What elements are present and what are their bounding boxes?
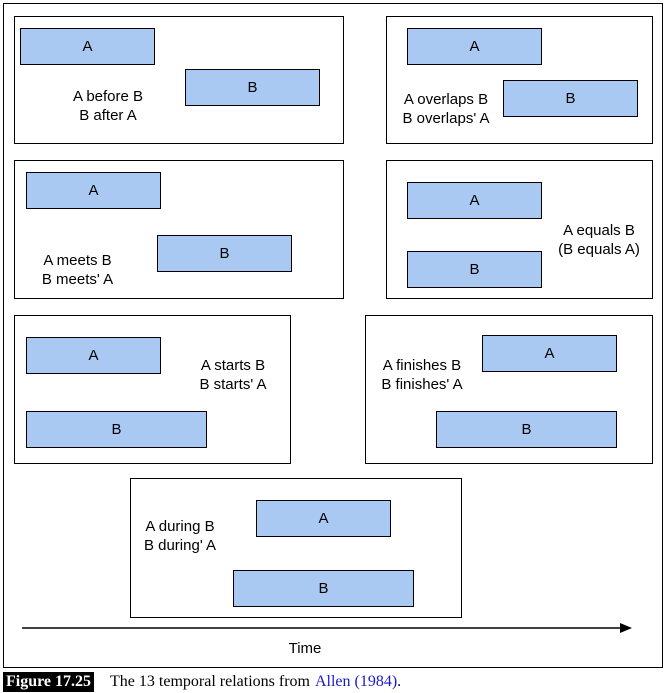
interval-b: B	[436, 411, 617, 448]
citation-link[interactable]: Allen (1984)	[314, 673, 398, 690]
interval-b: B	[26, 411, 207, 448]
relation-line-1: A before B	[72, 88, 144, 105]
relation-line-1: A starts B	[200, 357, 266, 374]
relation-line-2: B meets' A	[41, 271, 114, 288]
panel-finishes: A B A finishes B B finishes' A	[365, 315, 653, 464]
relation-line-2: B finishes' A	[381, 376, 463, 393]
interval-a: A	[407, 182, 542, 219]
interval-a: A	[256, 500, 391, 537]
panel-starts: A B A starts B B starts' A	[14, 315, 291, 464]
panel-equals: A B A equals B (B equals A)	[386, 160, 653, 299]
panel-meets: A B A meets B B meets' A	[14, 160, 344, 299]
relation-line-2: B overlaps' A	[402, 110, 490, 127]
interval-b: B	[503, 80, 638, 117]
relation-label: A meets B B meets' A	[25, 251, 130, 289]
arrow-right-icon	[22, 623, 632, 633]
relation-label: A before B B after A	[53, 87, 163, 125]
interval-a: A	[407, 28, 542, 65]
interval-a: A	[482, 335, 617, 372]
panel-before: A B A before B B after A	[14, 16, 344, 144]
relation-line-1: A equals B	[563, 222, 635, 239]
time-axis-label: Time	[288, 640, 322, 657]
interval-b: B	[157, 235, 292, 272]
relation-label: A equals B (B equals A)	[549, 221, 649, 259]
figure-number: Figure 17.25	[3, 672, 95, 692]
relation-line-1: A overlaps B	[403, 91, 489, 108]
relation-label: A overlaps B B overlaps' A	[391, 90, 501, 128]
interval-b: B	[185, 69, 320, 106]
panel-overlaps: A B A overlaps B B overlaps' A	[386, 16, 653, 144]
relation-label: A during B B during' A	[135, 517, 225, 555]
figure-caption: Figure 17.25 The 13 temporal relations f…	[3, 672, 401, 692]
relation-label: A finishes B B finishes' A	[370, 356, 474, 394]
relation-line-1: A finishes B	[382, 357, 462, 374]
relation-line-2: B starts' A	[199, 376, 267, 393]
figure-frame	[3, 3, 663, 668]
interval-b: B	[233, 570, 414, 607]
interval-b: B	[407, 251, 542, 288]
panel-during: A B A during B B during' A	[130, 478, 462, 618]
caption-text: The 13 temporal relations from	[110, 673, 310, 690]
relation-line-1: A during B	[145, 518, 215, 535]
relation-line-2: B after A	[79, 107, 137, 124]
relation-line-2: B during' A	[143, 537, 217, 554]
interval-a: A	[20, 28, 155, 65]
time-axis-arrow	[22, 623, 632, 633]
interval-a: A	[26, 337, 161, 374]
interval-a: A	[26, 172, 161, 209]
caption-period: .	[397, 673, 402, 690]
relation-label: A starts B B starts' A	[183, 356, 283, 394]
relation-line-2: (B equals A)	[558, 241, 640, 258]
relation-line-1: A meets B	[43, 252, 112, 269]
